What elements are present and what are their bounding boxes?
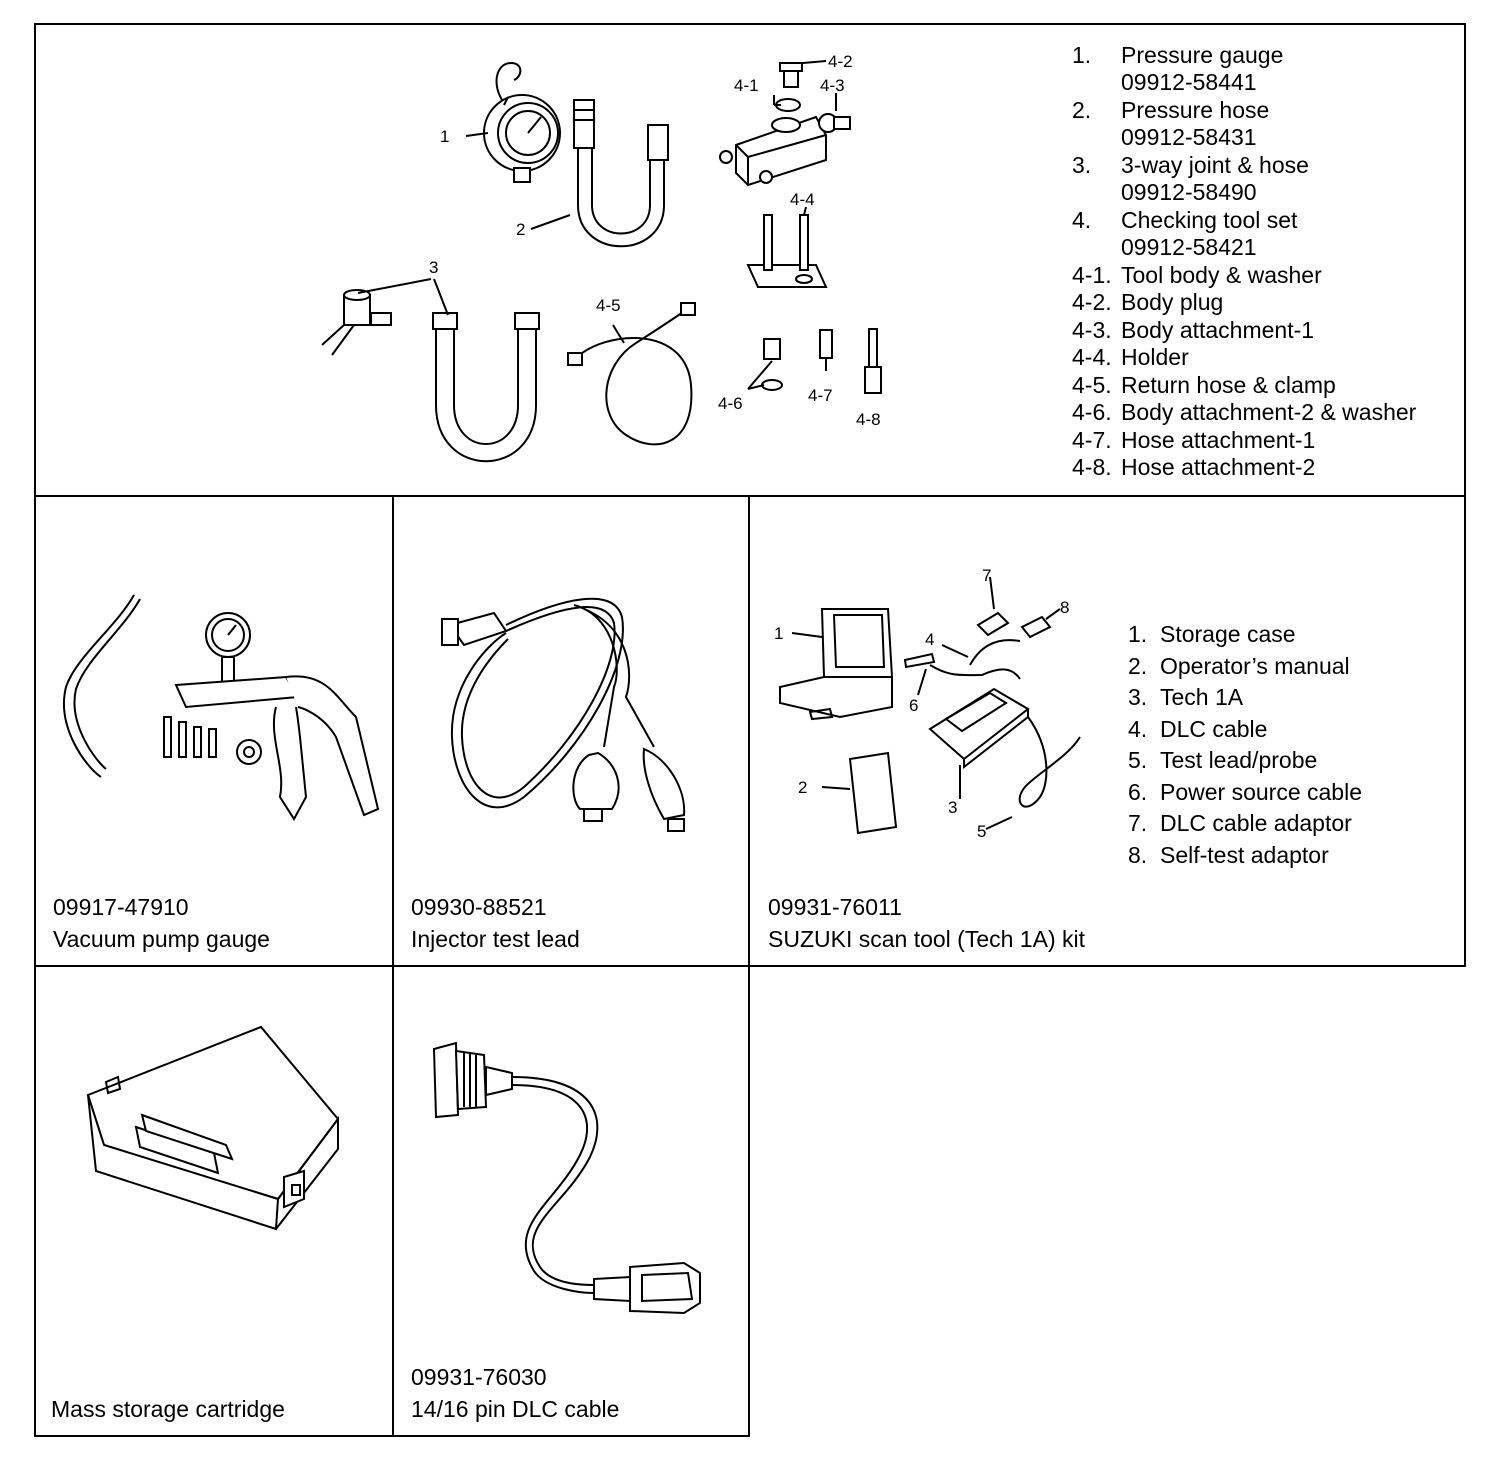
pressure-hose-drawing (574, 100, 668, 246)
callout-1: 1 (440, 127, 450, 146)
holder-drawing (748, 215, 826, 287)
dlc-cable-illustration (394, 967, 752, 1439)
scan-callout-7: 7 (982, 566, 992, 585)
legend-row: 4-8.Hose attachment-2 (1072, 454, 1316, 480)
legend-row: 4-6.Body attachment-2 & washer (1072, 399, 1417, 425)
mass-storage-cartridge-panel: Mass storage cartridge (34, 965, 394, 1437)
legend-row: 4-4.Holder (1072, 344, 1189, 370)
pressure-gauge-drawing (484, 63, 560, 182)
return-hose-drawing (568, 303, 695, 444)
legend-row: 7.DLC cable adaptor (1128, 810, 1352, 836)
vacuum-pump-part-number: 09917-47910 (53, 894, 189, 920)
legend-row: 8.Self-test adaptor (1128, 842, 1329, 868)
scan-callout-6: 6 (909, 696, 919, 715)
scan-callout-2: 2 (798, 778, 808, 797)
scan-tool-name: SUZUKI scan tool (Tech 1A) kit (768, 926, 1085, 952)
legend-row: 1.Pressure gauge (1072, 42, 1284, 68)
legend-row: 3.3-way joint & hose (1072, 152, 1309, 178)
body-attachment-2-drawing (762, 339, 782, 390)
scan-tool-kit-illustration (750, 497, 1468, 969)
callout-2: 2 (516, 220, 526, 239)
injector-lead-part-number: 09930-88521 (411, 894, 547, 920)
tool-body-drawing (720, 117, 826, 185)
callout-4-7: 4-7 (808, 386, 833, 405)
legend-row: 5.Test lead/probe (1128, 747, 1318, 773)
legend-row: 4-3.Body attachment-1 (1072, 317, 1315, 343)
legend-row: 2.Operator’s manual (1128, 653, 1350, 679)
tech-1a-drawing (930, 689, 1028, 767)
legend-row: 4.Checking tool set (1072, 207, 1298, 233)
callout-3: 3 (429, 258, 439, 277)
legend-row: 09912-58490 (1121, 179, 1257, 205)
legend-row: 09912-58421 (1121, 234, 1257, 260)
legend-row: 3.Tech 1A (1128, 684, 1244, 710)
power-source-cable-drawing (905, 654, 934, 667)
vacuum-pump-gauge-illustration (36, 497, 396, 969)
dlc-cable-name: 14/16 pin DLC cable (411, 1396, 620, 1422)
storage-case-drawing (780, 609, 892, 719)
scan-callout-3: 3 (948, 798, 958, 817)
legend-row: 6.Power source cable (1128, 779, 1362, 805)
hose-attachment-1-drawing (820, 330, 832, 371)
callout-4-3: 4-3 (820, 76, 845, 95)
legend-row: 1.Storage case (1128, 621, 1296, 647)
injector-test-lead-illustration (394, 497, 752, 969)
legend-row: 4-7.Hose attachment-1 (1072, 427, 1316, 453)
test-lead-probe-drawing (1020, 717, 1080, 807)
scan-callout-8: 8 (1060, 598, 1070, 617)
legend-row: 4-5.Return hose & clamp (1072, 372, 1336, 398)
legend-row: 4-2.Body plug (1072, 289, 1224, 315)
callout-4-6: 4-6 (718, 394, 743, 413)
dlc-cable-adaptor-drawing (978, 613, 1008, 635)
scan-tool-part-number: 09931-76011 (768, 894, 902, 920)
legend-row: 4-1.Tool body & washer (1072, 262, 1322, 288)
self-test-adaptor-drawing (1022, 617, 1050, 637)
hose-attachment-2-drawing (865, 329, 881, 393)
dlc-cable-drawing (930, 665, 1020, 679)
dlc-cable-panel: 09931-76030 14/16 pin DLC cable (392, 965, 750, 1437)
callout-4-2: 4-2 (828, 52, 853, 71)
body-plug-drawing (780, 63, 802, 87)
legend-row: 4.DLC cable (1128, 716, 1268, 742)
checking-tool-set-panel: 1 2 3 4-1 4-2 4-3 4-4 4-5 4-6 4-7 4-8 1.… (34, 23, 1466, 497)
scan-callout-5: 5 (977, 822, 987, 841)
scan-callout-4: 4 (925, 630, 935, 649)
injector-test-lead-panel: 09930-88521 Injector test lead (392, 495, 750, 967)
scan-callout-1: 1 (774, 624, 784, 643)
operators-manual-drawing (850, 753, 896, 833)
injector-lead-name: Injector test lead (411, 926, 580, 952)
callout-4-4: 4-4 (790, 190, 815, 209)
legend-row: 09912-58441 (1121, 69, 1257, 95)
cartridge-name: Mass storage cartridge (51, 1396, 285, 1422)
callout-4-1: 4-1 (734, 76, 759, 95)
mass-storage-cartridge-illustration (36, 967, 396, 1439)
legend-row: 2.Pressure hose (1072, 97, 1270, 123)
three-way-joint-drawing (322, 290, 539, 461)
vacuum-pump-name: Vacuum pump gauge (53, 926, 270, 952)
fuel-pressure-tools-illustration (36, 25, 1468, 499)
callout-4-8: 4-8 (856, 410, 881, 429)
callout-4-5: 4-5 (596, 296, 621, 315)
legend-row: 09912-58431 (1121, 124, 1257, 150)
vacuum-pump-gauge-panel: 09917-47910 Vacuum pump gauge (34, 495, 394, 967)
scan-tool-kit-panel: 1 2 3 4 5 6 7 8 1.Storage case 2.Operato… (748, 495, 1466, 967)
body-attachment-1-drawing (819, 114, 850, 132)
dlc-cable-part-number: 09931-76030 (411, 1364, 547, 1390)
